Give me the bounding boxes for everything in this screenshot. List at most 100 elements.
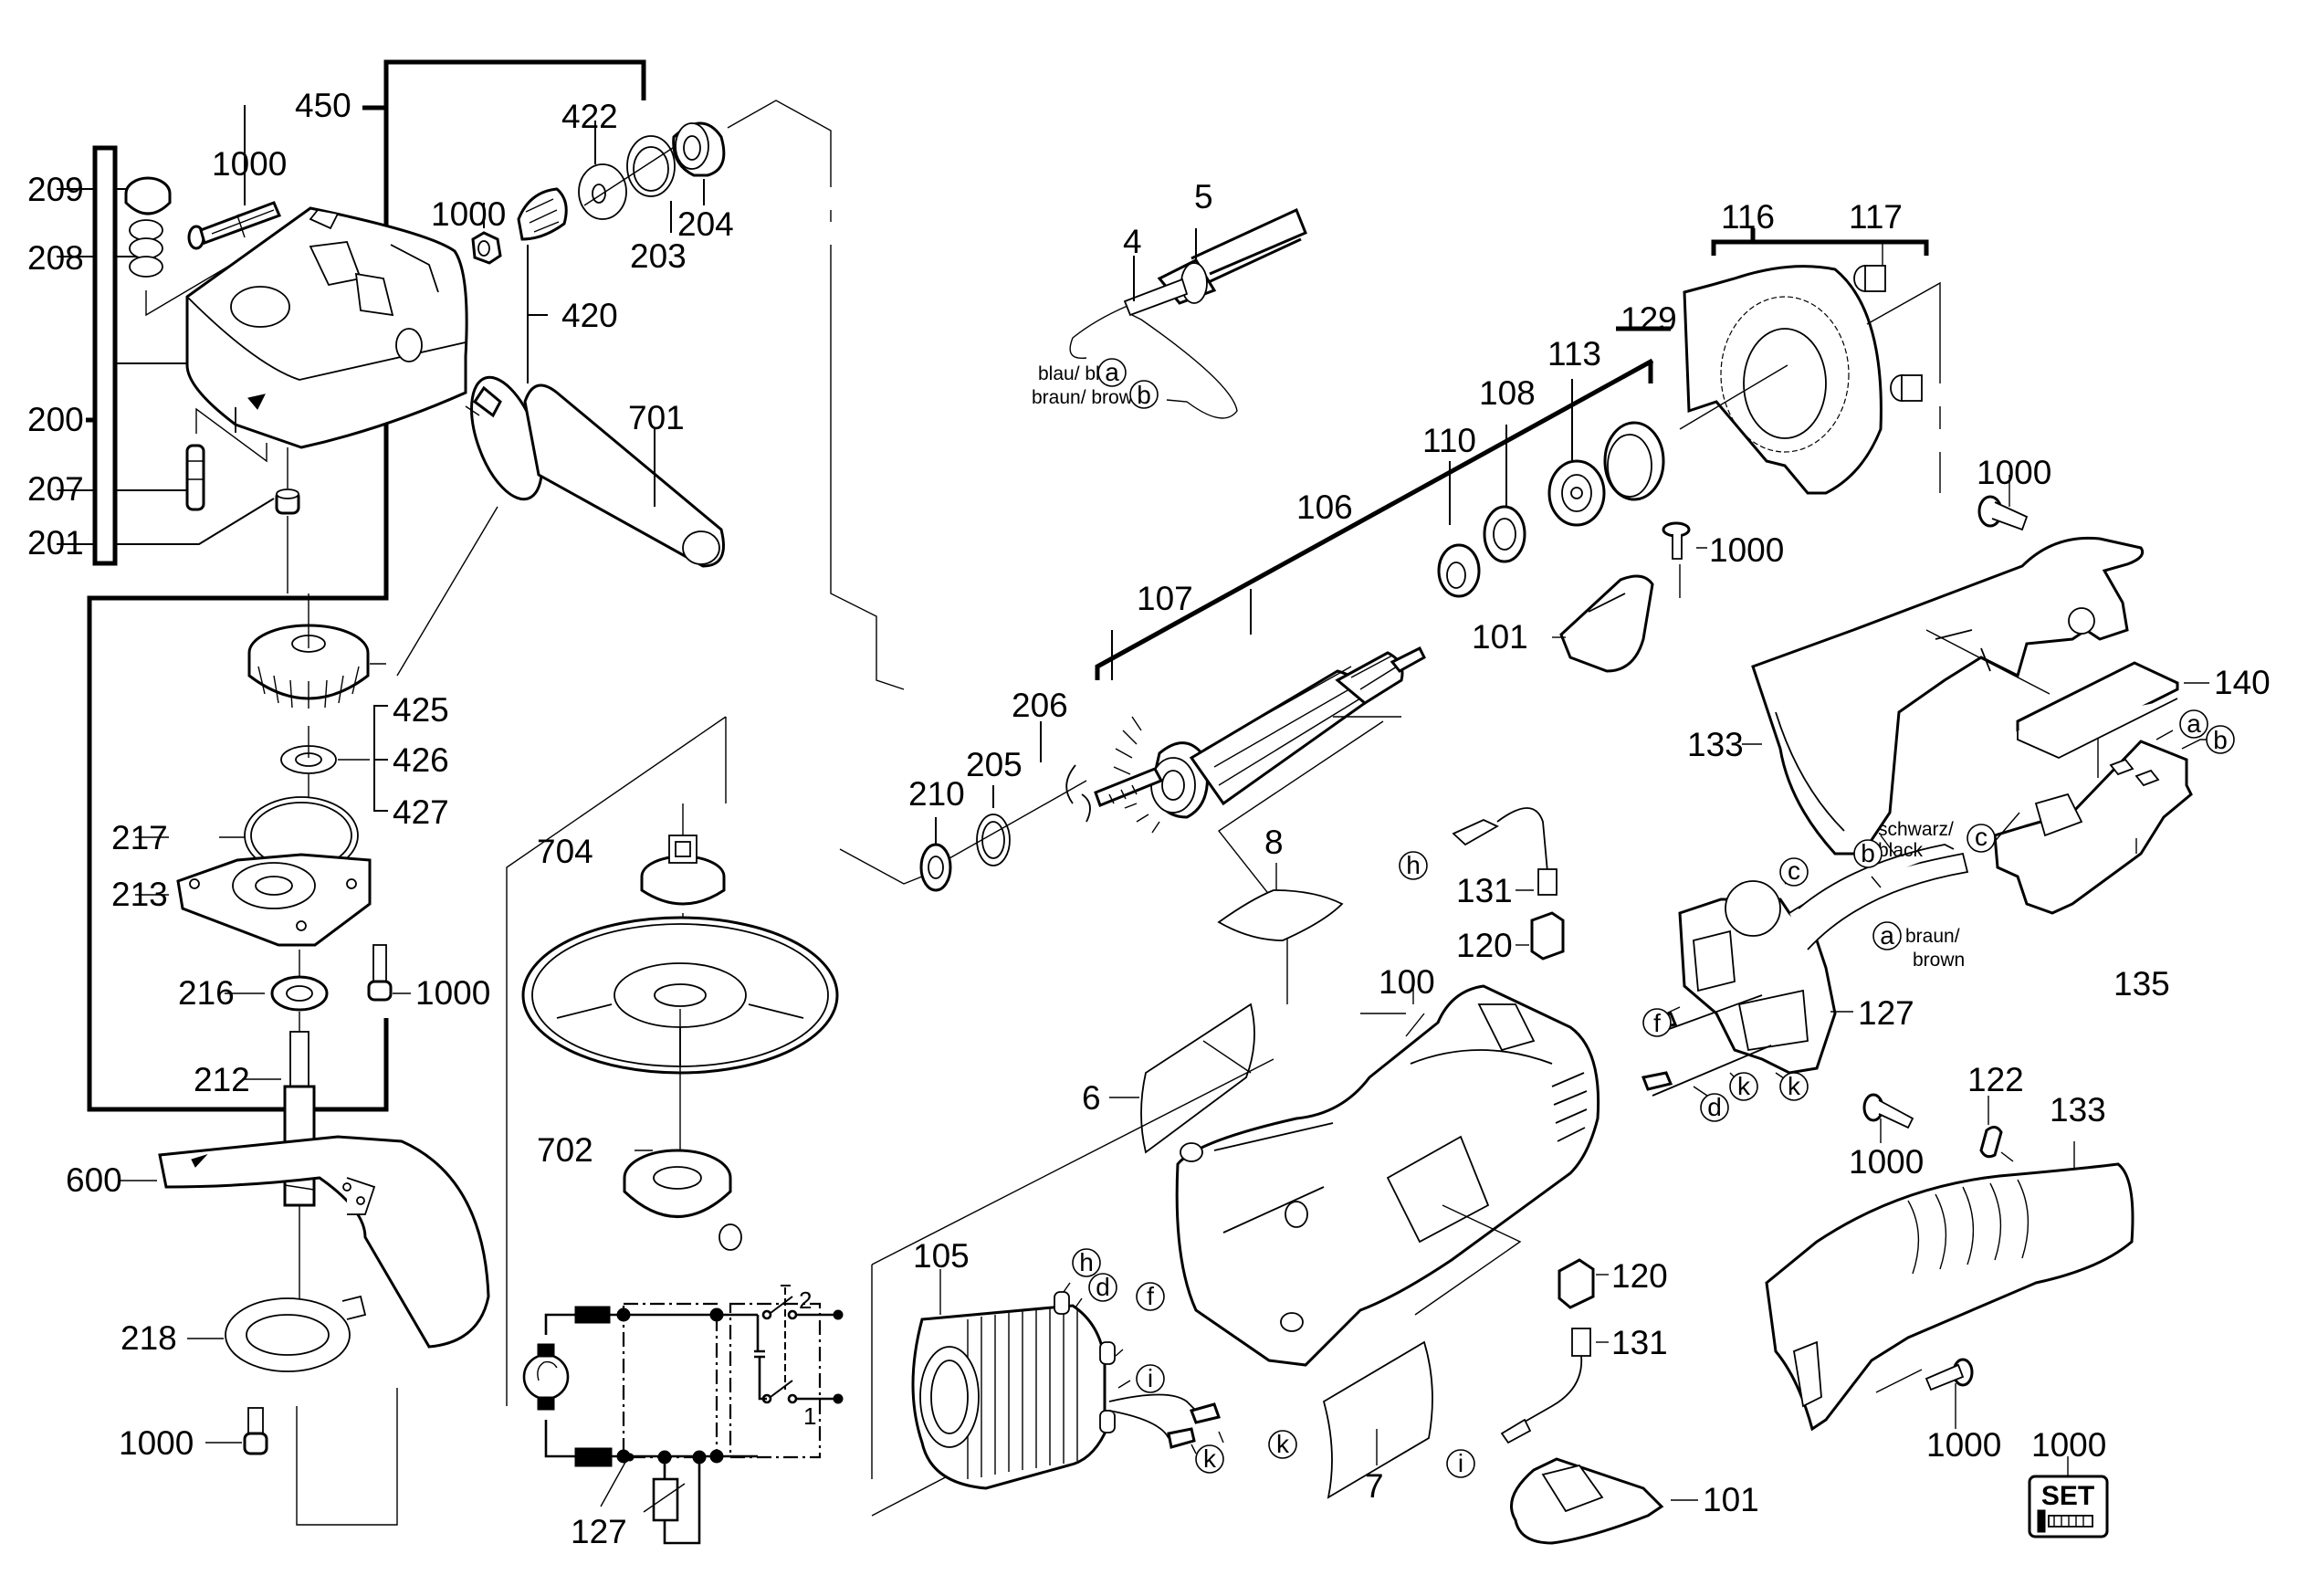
part-label-1000-a: 1000 (212, 145, 287, 183)
motor-housing-100 (1175, 984, 1600, 1367)
grinding-disc (521, 916, 839, 1075)
part-label-131-b: 131 (1611, 1324, 1668, 1361)
part-label-425: 425 (393, 691, 449, 729)
washer-205 (976, 814, 1011, 866)
flange-nut-704 (640, 835, 726, 906)
carbon-brush-131-a (1452, 807, 1558, 896)
part-label-127-b: 127 (571, 1513, 627, 1550)
wire-label-brown: braun/ brown (1032, 387, 1144, 408)
callout-h-brush: h (1399, 851, 1428, 880)
part-label-704: 704 (537, 833, 593, 870)
part-label-1000-c: 1000 (415, 974, 490, 1012)
circlip-206 (1065, 764, 1091, 823)
part-label-133-b: 133 (2050, 1091, 2106, 1129)
brush-cover-101-b (1510, 1457, 1664, 1545)
part-label-1000-f: 1000 (1977, 454, 2051, 491)
part-label-6: 6 (1082, 1079, 1101, 1117)
part-label-113: 113 (1547, 335, 1601, 373)
part-label-450: 450 (295, 87, 351, 124)
bearing-210 (919, 843, 952, 892)
callout-a-cord: a (1097, 358, 1127, 387)
screw-1000-f (1977, 495, 2029, 531)
part-label-7: 7 (1365, 1467, 1384, 1505)
spring-208 (129, 219, 163, 278)
svg-text:k: k (1788, 1072, 1801, 1100)
callout-d-coil: d (1088, 1273, 1117, 1302)
side-handle-701 (470, 375, 725, 568)
callout-k-module-1: k (1729, 1072, 1758, 1101)
part-label-213: 213 (111, 876, 168, 913)
part-label-105: 105 (913, 1237, 970, 1275)
part-label-101-b: 101 (1703, 1481, 1759, 1518)
nut-1000-b (471, 231, 502, 265)
foam-pad-140 (2016, 661, 2179, 759)
part-label-101-a: 101 (1472, 618, 1528, 656)
ring-203 (626, 135, 676, 197)
label-sticker-6 (1140, 1003, 1255, 1154)
part-label-108: 108 (1479, 374, 1536, 412)
part-label-218: 218 (121, 1319, 177, 1357)
schematic-switch-pos-1: 1 (803, 1402, 816, 1430)
carbon-brush-131-b (1500, 1328, 1591, 1444)
callout-a-housing: a (2179, 709, 2208, 739)
part-label-1000-set: 1000 (2031, 1426, 2106, 1464)
electronics-module-127 (1641, 844, 1969, 1097)
switch-housing-135 (1993, 740, 2193, 915)
callout-k-coil-1: k (1195, 1444, 1224, 1474)
part-label-212: 212 (194, 1061, 250, 1098)
clamping-ring-218 (225, 1295, 367, 1372)
callout-b-cord: b (1129, 380, 1159, 409)
part-label-122: 122 (1967, 1061, 2024, 1098)
o-ring-217 (244, 796, 359, 875)
part-label-127-a: 127 (1858, 994, 1914, 1032)
armature-107 (1094, 646, 1426, 834)
gear-head-group (57, 59, 905, 1526)
bearing-108 (1483, 505, 1526, 563)
callout-i-coil: i (1136, 1364, 1165, 1393)
callout-d-module: d (1700, 1093, 1729, 1122)
connector-group (1452, 807, 1698, 1545)
callout-f-module: f (1642, 1008, 1672, 1037)
part-label-205: 205 (966, 746, 1023, 783)
field-coil-105 (911, 1291, 1221, 1490)
part-label-201: 201 (27, 524, 84, 562)
part-label-216: 216 (178, 974, 235, 1012)
brush-holder-120-a (1530, 911, 1565, 961)
part-label-200: 200 (27, 401, 84, 438)
callout-k-module-2: k (1779, 1072, 1809, 1101)
part-label-208: 208 (27, 239, 84, 277)
wheel-flange-group (506, 716, 839, 1406)
part-label-116: 116 (1721, 198, 1775, 236)
svg-text:d: d (1707, 1093, 1722, 1121)
bracket-200 (92, 145, 118, 566)
set-badge-text: SET (2041, 1481, 2094, 1511)
part-label-203: 203 (630, 237, 687, 275)
svg-text:c: c (1788, 856, 1800, 885)
svg-text:k: k (1737, 1072, 1751, 1100)
callouts: a b b c a c a b f d k k h i h d f i k k (1072, 358, 2235, 1478)
part-label-210: 210 (908, 775, 965, 813)
part-label-701: 701 (628, 399, 685, 436)
part-labels: 450 422 209 1000 1000 208 203 204 420 20… (27, 87, 2271, 1550)
rear-handle-group (1641, 475, 2209, 1432)
washer-422 (578, 163, 627, 220)
svg-text:b: b (1137, 381, 1151, 409)
callout-a-switch: a (1872, 921, 1902, 950)
svg-text:b: b (2213, 726, 2228, 754)
motor-housing-group (871, 716, 1600, 1517)
part-label-140: 140 (2214, 664, 2271, 701)
power-cord-group (1069, 207, 1307, 419)
clip-122 (1979, 1126, 2003, 1159)
svg-text:a: a (1880, 921, 1894, 950)
callout-f-coil: f (1136, 1282, 1165, 1311)
rubber-ring-129 (1603, 421, 1665, 501)
field-coil-group (911, 1269, 1224, 1490)
part-label-120-a: 120 (1456, 927, 1513, 964)
washer-216 (270, 975, 329, 1012)
screw-1000-c (367, 944, 393, 1002)
svg-text:a: a (1105, 358, 1119, 386)
screw-1000-h (1925, 1358, 1974, 1391)
part-label-426: 426 (393, 741, 449, 779)
svg-text:k: k (1276, 1430, 1290, 1458)
svg-text:d: d (1096, 1273, 1110, 1301)
